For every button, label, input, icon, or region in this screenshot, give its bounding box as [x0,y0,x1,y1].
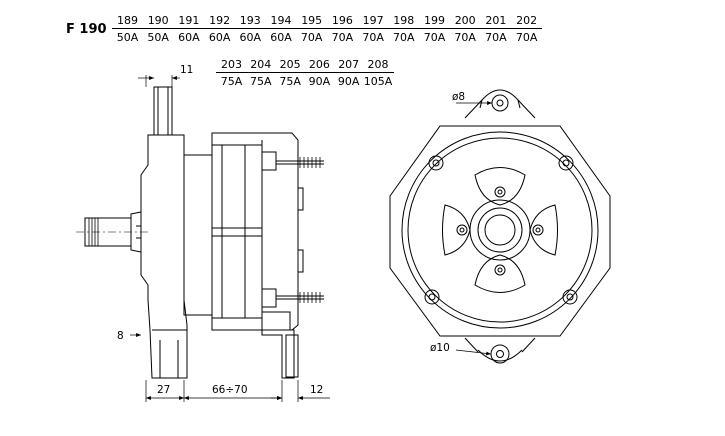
corner-screws [424,155,578,305]
variant-code: 208 [362,58,394,73]
variant-code: 202 [511,14,543,29]
variant-amperage: 70A [362,31,384,44]
dim-top-hole: ø8 [452,91,465,103]
variant-code: 198 [388,14,420,29]
dim-front-length: 27 [157,384,170,396]
lower-terminal-stud [261,288,324,308]
variant-code: 191 [173,14,205,29]
rear-bracket [261,311,295,379]
variant-code: 203 [216,58,247,73]
cooling-slots [442,167,558,293]
top-mount-hole [491,94,509,112]
variant-code: 199 [419,14,450,29]
housing-outline [389,125,611,337]
variant-code: 206 [303,58,335,73]
rear-housing [211,132,299,331]
variant-amperage: 70A [331,31,354,44]
dim-body-length: 66÷70 [212,384,248,396]
variant-code: 194 [265,14,297,29]
variant-amperage: 70A [393,31,415,44]
hub-outer [469,199,531,261]
bottom-mount-hole [490,344,510,364]
variant-amperage: 60A [270,31,292,44]
upper-terminal-stud [261,151,324,171]
variant-code: 201 [480,14,512,29]
variant-amperage: 90A [308,75,331,88]
variant-code: 195 [296,14,328,29]
front-flange [140,134,188,379]
stator-ring [183,154,213,316]
variant-amperage: 75A [250,75,272,88]
variant-amperage: 70A [485,31,507,44]
variant-amperage: 75A [279,75,301,88]
model-label: F 190 [66,22,107,37]
variant-amperage: 70A [423,31,446,44]
variant-code: 204 [245,58,277,73]
dim-mount-width: 11 [180,64,193,76]
side-view: 11 8 27 66÷70 12 [76,64,330,402]
dim-bottom-hole: ø10 [430,342,450,354]
top-lug [479,89,521,109]
variant-code: 205 [274,58,306,73]
variant-amperage: 50A [147,31,169,44]
front-view: ø8 ø10 [389,89,611,364]
dim-flange-offset: 8 [117,330,124,342]
dim-terminal-length: 12 [310,384,323,396]
inner-screws [456,186,544,276]
shaft-bore [484,214,516,246]
variant-amperage: 60A [208,31,231,44]
variant-amperage: 70A [515,31,538,44]
variant-amperage: 90A [337,75,360,88]
variant-code: 193 [234,14,266,29]
variant-code: 196 [326,14,358,29]
variant-amperage: 60A [239,31,262,44]
variant-code: 197 [357,14,389,29]
variant-code: 190 [142,14,174,29]
variant-code: 192 [204,14,236,29]
housing-face [401,131,599,329]
variant-amperage: 105A [363,75,393,88]
variant-code: 189 [112,14,143,29]
variant-code: 207 [333,58,365,73]
variant-code: 200 [449,14,481,29]
variant-amperage: 50A [116,31,139,44]
variant-cell: 208 105A [362,58,394,88]
variant-amperage: 60A [178,31,200,44]
variant-amperage: 75A [220,75,243,88]
top-mount-ear [153,86,173,136]
variant-amperage: 70A [300,31,323,44]
variant-amperage: 70A [454,31,476,44]
